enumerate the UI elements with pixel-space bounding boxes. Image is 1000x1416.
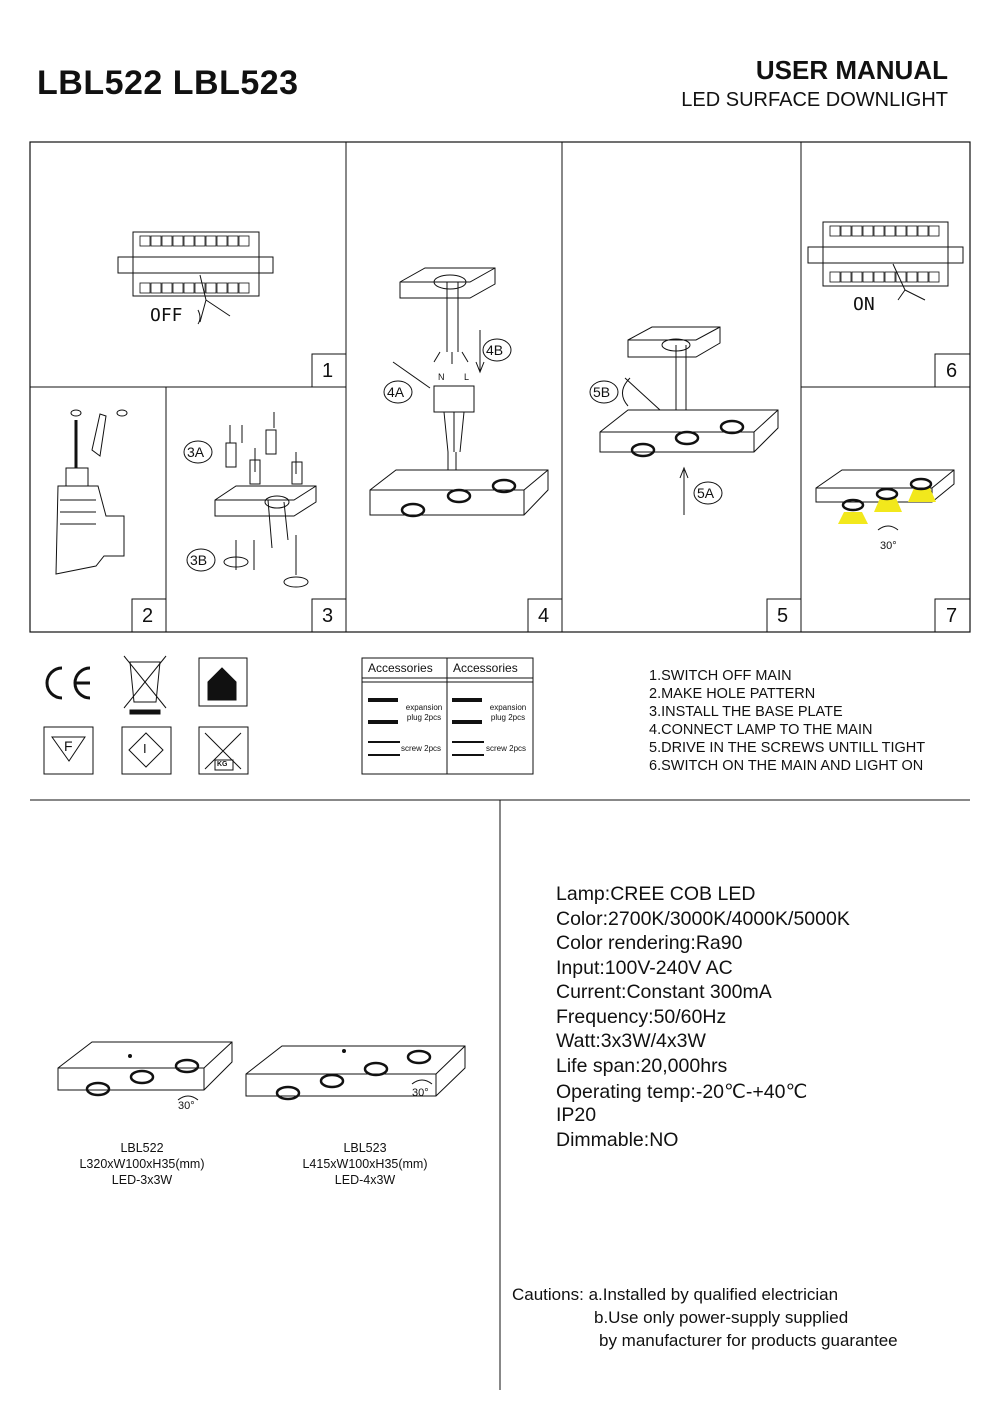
callout-4a: 4A: [387, 384, 405, 400]
lbl523-caption: LBL523 L415xW100xH35(mm) LED-4x3W: [302, 1141, 428, 1187]
plug-label-1: expansion plug 2pcs: [405, 703, 443, 722]
step-number-1: 1: [322, 360, 334, 382]
callout-5a: 5A: [697, 485, 715, 501]
spec-ip: IP20: [556, 1104, 597, 1126]
drill-drawing: [55, 409, 128, 575]
callout-3b: 3B: [190, 552, 208, 568]
spec-life-span: Life span:20,000hrs: [556, 1055, 728, 1077]
plug-label-2: expansion plug 2pcs: [489, 703, 527, 722]
spec-lamp: Lamp:CREE COB LED: [556, 883, 756, 905]
instruction-item: 4.CONNECT LAMP TO THE MAIN: [649, 722, 873, 738]
spec-frequency: Frequency:50/60Hz: [556, 1006, 727, 1028]
screw-label-2: screw 2pcs: [486, 744, 527, 753]
spec-input: Input:100V-240V AC: [556, 957, 733, 979]
symbols-group: [43, 655, 249, 775]
step-number-7: 7: [946, 605, 958, 627]
lbl522-tilt: 30°: [178, 1100, 195, 1112]
lbl523-tilt: 30°: [412, 1087, 429, 1099]
step-number-4: 4: [538, 605, 550, 627]
spec-color: Color:2700K/3000K/4000K/5000K: [556, 908, 850, 930]
instruction-item: 2.MAKE HOLE PATTERN: [649, 686, 816, 702]
terminal-l: L: [464, 372, 470, 382]
f-mark-icon: F: [64, 738, 73, 754]
instruction-list: 1.SWITCH OFF MAIN 2.MAKE HOLE PATTERN 3.…: [649, 667, 925, 775]
step-number-2: 2: [142, 605, 154, 627]
breaker-off-drawing: [117, 231, 274, 325]
spec-dimmable: Dimmable:NO: [556, 1129, 679, 1151]
model-title: LBL522 LBL523: [37, 64, 299, 102]
spec-watt: Watt:3x3W/4x3W: [556, 1030, 706, 1052]
instruction-item: 6.SWITCH ON THE MAIN AND LIGHT ON: [649, 758, 924, 774]
class-ii-icon: I: [143, 741, 147, 756]
instruction-item: 1.SWITCH OFF MAIN: [649, 668, 792, 684]
accessories-table: [361, 657, 534, 775]
connect-lamp-drawing: [369, 267, 549, 518]
base-plate-drawing: [214, 412, 317, 588]
spec-operating-temp: Operating temp:-20℃-+40℃: [556, 1081, 808, 1103]
instruction-item: 5.DRIVE IN THE SCREWS UNTILL TIGHT: [649, 740, 926, 756]
product-subtitle: LED SURFACE DOWNLIGHT: [681, 89, 948, 111]
accessories-header-2: Accessories: [453, 661, 518, 675]
instruction-item: 3.INSTALL THE BASE PLATE: [649, 704, 843, 720]
lbl523-drawing: [245, 1045, 466, 1101]
breaker-on-drawing: [807, 221, 964, 301]
lbl522-caption: LBL522 L320xW100xH35(mm) LED-3x3W: [79, 1141, 205, 1187]
tilt-label-step7: 30°: [880, 540, 897, 552]
off-label: OFF: [150, 305, 183, 326]
on-label: ON: [853, 294, 875, 315]
lbl522-drawing: [57, 1041, 233, 1101]
callout-3a: 3A: [187, 444, 205, 460]
step-number-6: 6: [946, 360, 958, 382]
spec-current: Current:Constant 300mA: [556, 981, 772, 1003]
cautions: Cautions: a.Installed by qualified elect…: [512, 1285, 898, 1350]
screw-label-1: screw 2pcs: [401, 744, 442, 753]
callout-5b: 5B: [593, 384, 611, 400]
drive-screws-drawing: [599, 326, 779, 515]
terminal-n: N: [438, 372, 445, 382]
manual-title: USER MANUAL: [755, 55, 948, 85]
accessories-header-1: Accessories: [368, 661, 433, 675]
callout-4b: 4B: [486, 342, 504, 358]
step-number-5: 5: [777, 605, 789, 627]
lit-fixture-drawing: [815, 469, 955, 531]
spec-color-rendering: Color rendering:Ra90: [556, 932, 743, 954]
weight-icon: KG: [217, 761, 228, 768]
step-number-3: 3: [322, 605, 334, 627]
